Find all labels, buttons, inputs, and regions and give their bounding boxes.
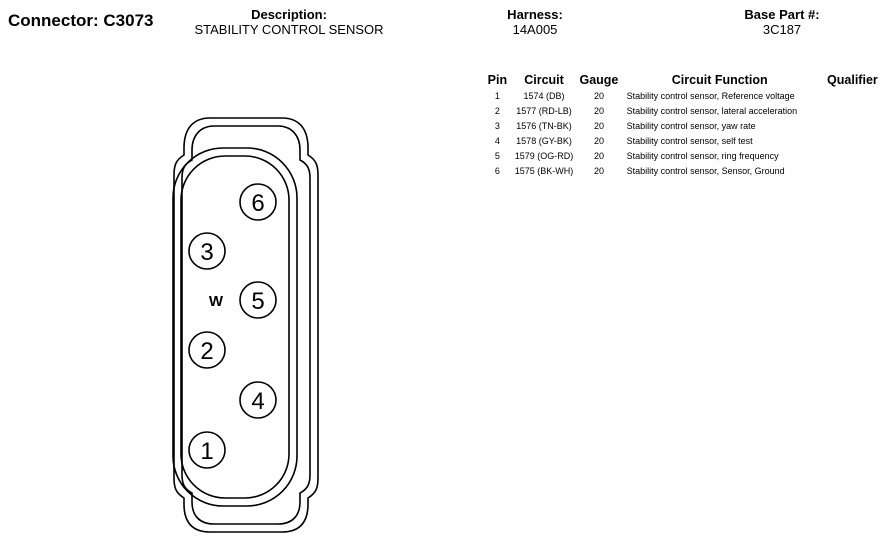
circuit: 1574 (DB) — [523, 90, 565, 101]
harness-label: Harness: — [507, 7, 563, 22]
pin-3-label: 3 — [200, 239, 213, 266]
base-part-label: Base Part #: — [744, 7, 820, 22]
pin-2: 2 — [188, 331, 226, 369]
header-pin: Pin — [487, 73, 508, 87]
gauge: 20 — [593, 105, 604, 116]
circuit-function: Stability control sensor, lateral accele… — [626, 105, 798, 116]
pin-table-header: Pin Circuit Gauge Circuit Function Quali… — [484, 72, 886, 88]
circuit: 1575 (BK-WH) — [514, 165, 574, 176]
pin-4-label: 4 — [251, 388, 264, 415]
header-gauge: Gauge — [579, 73, 619, 87]
table-row: 5 1579 (OG-RD) 20 Stability control sens… — [484, 148, 886, 163]
harness-value: 14A005 — [512, 22, 558, 37]
circuit: 1577 (RD-LB) — [516, 105, 572, 116]
pin-4: 4 — [239, 381, 277, 419]
description-label: Description: — [251, 7, 327, 22]
pin-number: 5 — [494, 150, 500, 161]
connector-title: Connector: C3073 — [8, 11, 154, 30]
circuit-function: Stability control sensor, yaw rate — [626, 120, 756, 131]
header-qualifier: Qualifier — [827, 73, 878, 87]
pin-2-label: 2 — [200, 338, 213, 365]
pin-3: 3 — [188, 232, 226, 270]
description-value: STABILITY CONTROL SENSOR — [194, 22, 384, 37]
circuit-function: Stability control sensor, Reference volt… — [626, 90, 795, 101]
circuit: 1576 (TN-BK) — [516, 120, 572, 131]
pin-number: 4 — [494, 135, 500, 146]
connector-cavity-inner — [180, 155, 290, 499]
table-row: 4 1578 (GY-BK) 20 Stability control sens… — [484, 133, 886, 148]
pin-5: 5 — [239, 281, 277, 319]
connector-outer-shell — [173, 117, 319, 533]
base-part-value: 3C187 — [762, 22, 802, 37]
pin-1: 1 — [188, 431, 226, 469]
header-circuit-function: Circuit Function — [671, 73, 768, 87]
pin-number: 1 — [494, 90, 500, 101]
gauge: 20 — [593, 135, 604, 146]
circuit-function: Stability control sensor, self test — [626, 135, 753, 146]
table-row: 3 1576 (TN-BK) 20 Stability control sens… — [484, 118, 886, 133]
pin-1-label: 1 — [200, 438, 213, 465]
pin-number: 3 — [494, 120, 500, 131]
pin-number: 2 — [494, 105, 500, 116]
table-row: 1 1574 (DB) 20 Stability control sensor,… — [484, 88, 886, 103]
base-part-block: Base Part #: 3C187 — [744, 7, 819, 37]
circuit: 1579 (OG-RD) — [514, 150, 574, 161]
gauge: 20 — [593, 150, 604, 161]
table-row: 6 1575 (BK-WH) 20 Stability control sens… — [484, 163, 886, 178]
pin-6-label: 6 — [251, 190, 264, 217]
pin-table: Pin Circuit Gauge Circuit Function Quali… — [484, 72, 886, 178]
connector-key-mark: W — [209, 293, 224, 310]
table-row: 2 1577 (RD-LB) 20 Stability control sens… — [484, 103, 886, 118]
header-circuit: Circuit — [524, 73, 564, 87]
gauge: 20 — [593, 120, 604, 131]
pin-5-label: 5 — [251, 288, 264, 315]
circuit-function: Stability control sensor, ring frequency — [626, 150, 779, 161]
gauge: 20 — [593, 165, 604, 176]
description-block: Description: STABILITY CONTROL SENSOR — [194, 7, 383, 37]
connector-cavity-outer — [172, 147, 298, 507]
pin-number: 6 — [494, 165, 500, 176]
pin-6: 6 — [239, 183, 277, 221]
gauge: 20 — [593, 90, 604, 101]
circuit-function: Stability control sensor, Sensor, Ground — [626, 165, 785, 176]
circuit: 1578 (GY-BK) — [516, 135, 572, 146]
harness-block: Harness: 14A005 — [507, 7, 563, 37]
